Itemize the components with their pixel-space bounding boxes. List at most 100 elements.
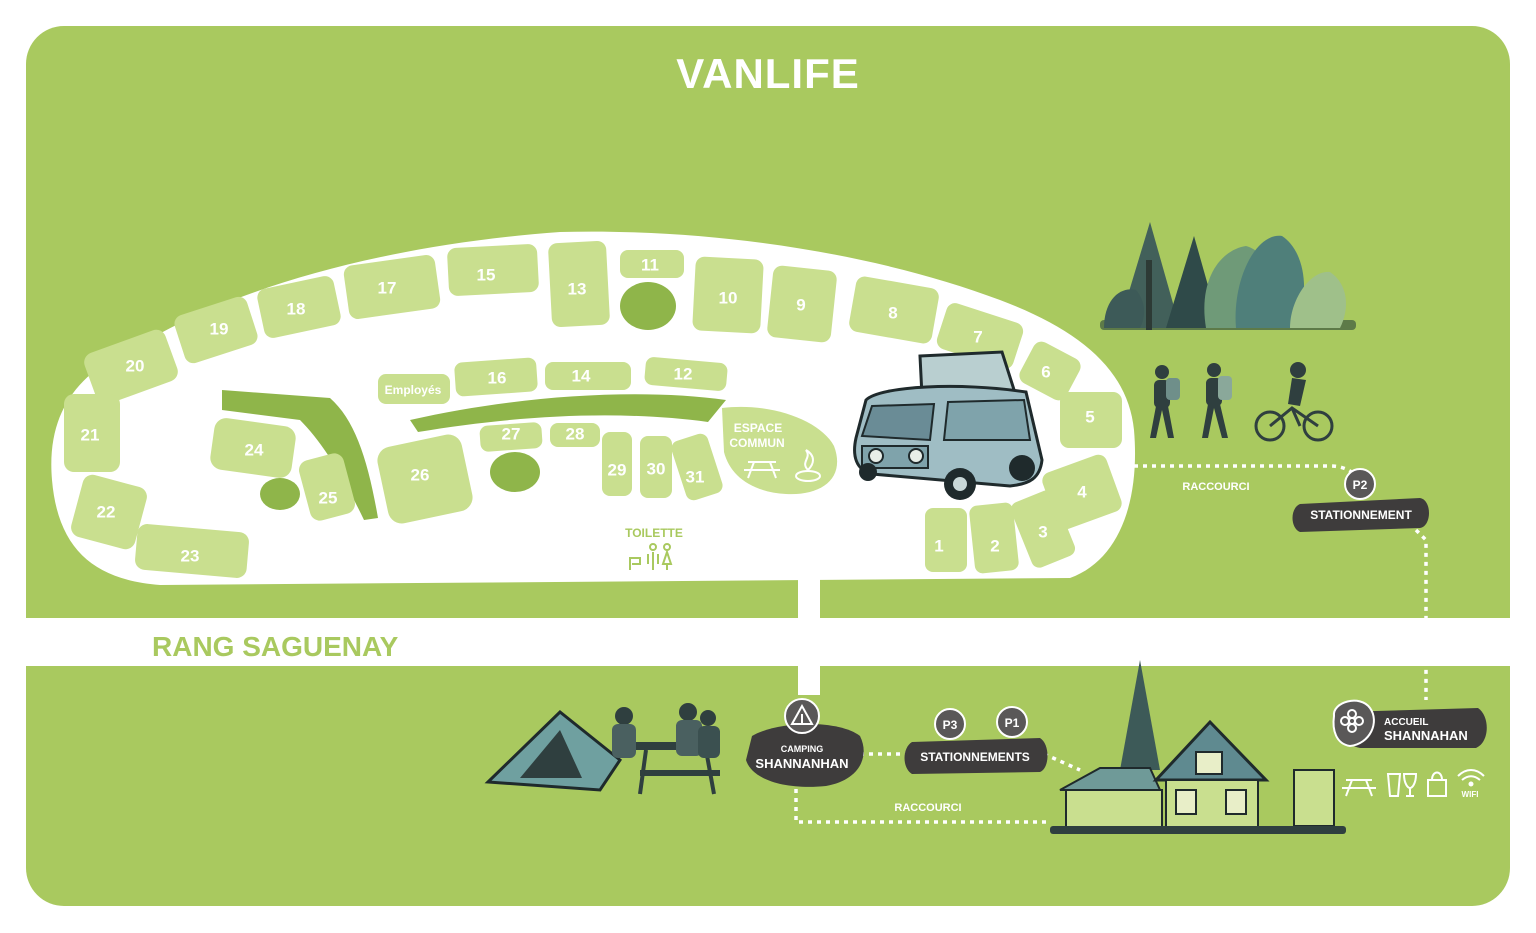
cyclist-illustration <box>1254 362 1334 442</box>
campsite[interactable] <box>375 432 475 526</box>
campsite-number: 29 <box>608 461 627 480</box>
employees-site[interactable] <box>378 374 450 404</box>
campsite[interactable] <box>602 432 632 496</box>
camping-label-line2: SHANNANHAN <box>755 756 848 771</box>
shopping-bag-icon <box>1427 771 1447 797</box>
parking-badge-label: P3 <box>943 718 958 732</box>
campsite-number: 3 <box>1038 523 1047 542</box>
campsite-number: 4 <box>1077 483 1087 502</box>
campfire-icon <box>795 449 821 482</box>
camping-label-line1: CAMPING <box>781 744 824 754</box>
campsite[interactable] <box>692 256 764 334</box>
campsite[interactable] <box>1060 392 1122 448</box>
shortcut-label-top: RACCOURCI <box>1182 481 1249 493</box>
parking-p1-p3[interactable]: P3 P1 STATIONNEMENTS <box>904 706 1048 774</box>
campsite-number: 22 <box>97 503 116 522</box>
drinks-icon <box>1386 773 1418 797</box>
campsite-number: 15 <box>477 266 496 285</box>
parking-badge <box>1344 468 1376 500</box>
reception-marker[interactable]: ACCUEIL SHANNAHAN <box>1332 699 1487 748</box>
wifi-icon <box>1457 769 1485 787</box>
parking-badge <box>996 706 1028 738</box>
campsite-number: 17 <box>378 279 397 298</box>
campsite[interactable] <box>766 265 837 343</box>
flower-icon <box>1340 709 1364 733</box>
reception-label-line2: SHANNAHAN <box>1384 728 1468 743</box>
campsite-number: 11 <box>641 256 659 275</box>
campsite[interactable] <box>69 473 149 552</box>
campsite-number: 28 <box>566 425 585 444</box>
campsite[interactable] <box>848 275 940 345</box>
campsite-number: 13 <box>568 280 587 299</box>
parking-badge-label: P1 <box>1005 716 1020 730</box>
picnic-table-icon <box>744 461 780 479</box>
map-title: VANLIFE <box>676 50 860 97</box>
road <box>26 618 1510 666</box>
campsite-number: 21 <box>81 426 100 445</box>
campsite[interactable] <box>447 244 539 297</box>
employees-label: Employés <box>385 383 442 397</box>
campsite[interactable] <box>297 451 357 523</box>
campsite-number: 24 <box>245 441 264 460</box>
access-road <box>798 575 820 695</box>
parking-p2[interactable]: P2 STATIONNEMENT <box>1292 468 1430 532</box>
campsite[interactable] <box>64 394 120 472</box>
campsite[interactable] <box>1016 338 1084 403</box>
parking-label: STATIONNEMENTS <box>920 750 1030 764</box>
reception-label-line1: ACCUEIL <box>1384 717 1428 728</box>
campsite[interactable] <box>209 417 297 480</box>
camping-marker[interactable]: CAMPING SHANNANHAN <box>746 698 864 787</box>
forest-patch <box>490 452 540 492</box>
inner-campsites: 12 14 16 Employés 24 25 26 27 28 29 30 3… <box>209 356 838 526</box>
campsite-number: 20 <box>126 357 145 376</box>
campsite[interactable] <box>669 432 724 503</box>
campsite-number: 10 <box>719 289 738 308</box>
campsite[interactable] <box>640 436 672 498</box>
hikers-illustration <box>1150 363 1232 438</box>
parking-badge-label: P2 <box>1353 478 1368 492</box>
campsite[interactable] <box>479 422 543 452</box>
campsite[interactable] <box>620 250 684 278</box>
path-to-reception <box>1414 528 1428 700</box>
campsite[interactable] <box>644 356 728 391</box>
campsite-number: 26 <box>411 466 430 485</box>
camping-illustration <box>484 703 720 795</box>
campsite-number: 1 <box>934 537 943 556</box>
campsite[interactable] <box>545 362 631 390</box>
path-parking-to-house <box>1043 752 1081 772</box>
tent-icon <box>790 703 814 725</box>
campsite[interactable] <box>256 274 343 339</box>
campsite[interactable] <box>550 423 600 447</box>
campsite-number: 25 <box>319 489 338 508</box>
campsite[interactable] <box>81 327 180 407</box>
house-illustration <box>1050 660 1346 834</box>
wifi-label: WIFI <box>1462 790 1479 799</box>
campsite-number: 23 <box>181 547 200 566</box>
campsite-number: 19 <box>210 320 229 339</box>
forest-patch <box>620 282 676 330</box>
campsite[interactable] <box>1040 452 1124 532</box>
campsite[interactable] <box>172 294 260 365</box>
campsite-number: 31 <box>686 468 705 487</box>
parking-badge <box>934 708 966 740</box>
campsite-number: 18 <box>287 300 306 319</box>
forest-illustration <box>1100 222 1356 330</box>
campsite[interactable] <box>343 254 442 320</box>
campsite[interactable] <box>925 508 967 572</box>
common-space-label: COMMUN <box>729 436 784 450</box>
toilet-icon <box>629 543 673 570</box>
campsite[interactable] <box>134 523 250 579</box>
campsite-number: 12 <box>674 365 693 384</box>
toilet-label: TOILETTE <box>625 526 683 540</box>
campsite[interactable] <box>548 240 610 328</box>
van-illustration <box>853 350 1044 500</box>
campsite-number: 27 <box>502 425 521 444</box>
forest-patch <box>260 478 300 510</box>
campsite-number: 6 <box>1041 363 1050 382</box>
campsites: 1 2 3 4 5 6 7 8 9 10 11 13 15 17 18 19 2 <box>64 240 1124 579</box>
campsite[interactable] <box>969 502 1020 574</box>
campsite[interactable] <box>454 357 538 397</box>
campsite-number: 16 <box>488 369 507 388</box>
forest-island-central <box>410 394 726 432</box>
